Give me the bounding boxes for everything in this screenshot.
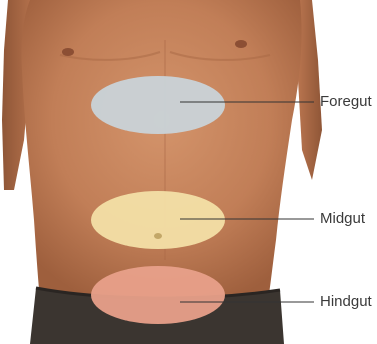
right-nipple — [235, 40, 247, 48]
navel — [154, 233, 162, 239]
hindgut-region — [91, 266, 225, 324]
right-arm — [298, 0, 322, 180]
left-nipple — [62, 48, 74, 56]
midgut-region — [91, 191, 225, 249]
midgut-label: Midgut — [320, 211, 365, 226]
foregut-region — [91, 76, 225, 134]
torso-skin — [21, 0, 301, 300]
hindgut-label: Hindgut — [320, 294, 372, 309]
foregut-label: Foregut — [320, 94, 372, 109]
